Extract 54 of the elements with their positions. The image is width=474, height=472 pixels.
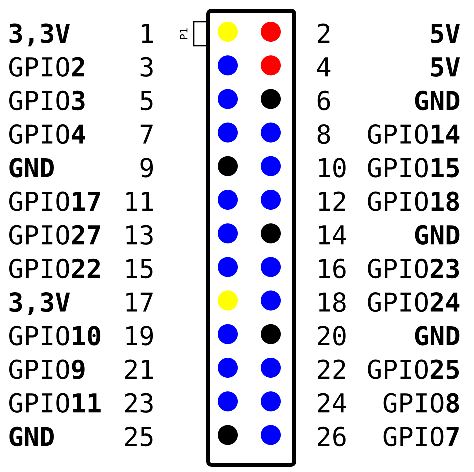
pin-label: 5V	[431, 24, 460, 44]
pin-number: 15	[126, 259, 153, 279]
header-label: P1	[180, 28, 188, 40]
pin-label: GPIO15	[368, 158, 460, 178]
pin-label: GPIO4	[10, 124, 86, 144]
pin-label: GPIO18	[368, 192, 460, 212]
pin-number: 11	[126, 192, 154, 211]
pin-number: 16	[319, 258, 346, 279]
pin-number: 3	[140, 57, 153, 77]
pin-number: 24	[318, 393, 346, 413]
pin-number: 6	[318, 90, 330, 111]
pin-number: 23	[125, 393, 153, 413]
pin-number: 17	[126, 292, 153, 312]
pin-label: GPIO24	[368, 292, 460, 312]
pin-number: 7	[140, 124, 153, 144]
pin-number: 21	[125, 360, 154, 379]
pin-label: GND	[415, 225, 460, 245]
pin-label: GPIO11	[10, 393, 101, 413]
pin-label: 3,3V	[10, 24, 70, 47]
pin-header	[206, 9, 296, 467]
pin-label: GPIO23	[368, 258, 460, 279]
pin-number: 4	[318, 58, 331, 77]
pin-label: 3,3V	[10, 292, 70, 316]
pin-number: 18	[319, 292, 346, 312]
pin-label: GPIO25	[368, 360, 460, 380]
pin-label: GND	[10, 158, 54, 178]
pin-label: GPIO22	[10, 258, 100, 279]
pin-label: GPIO27	[10, 225, 100, 245]
pin-number: 1	[142, 24, 154, 43]
pin-number: 26	[318, 426, 346, 447]
pin-label: GND	[415, 326, 460, 346]
pin-label: GND	[415, 90, 460, 111]
pin-label: GPIO17	[10, 192, 100, 212]
pin-number: 12	[319, 192, 346, 211]
pin-label: GPIO7	[384, 426, 459, 447]
pin-number: 14	[319, 226, 346, 245]
pin-number: 8	[318, 124, 330, 144]
pin-number: 5	[140, 91, 153, 111]
pin-number: 9	[140, 158, 154, 178]
pin-number: 20	[318, 326, 346, 346]
pin-label: GPIO9	[10, 360, 85, 380]
pin-number: 22	[318, 360, 346, 379]
pin-label: 5V	[431, 58, 460, 77]
pin-label: GND	[10, 426, 54, 447]
pin-number: 2	[318, 24, 330, 43]
pin-number: 19	[126, 326, 154, 346]
pin-label: GPIO2	[10, 57, 84, 77]
pin-number: 10	[319, 158, 346, 178]
pin-number: 25	[125, 426, 153, 447]
pin-number: 13	[126, 225, 153, 245]
pin-label: GPIO14	[368, 124, 460, 144]
pin-label: GPIO3	[10, 90, 85, 111]
pin-label: GPIO8	[384, 393, 460, 413]
pin-label: GPIO10	[10, 326, 101, 346]
